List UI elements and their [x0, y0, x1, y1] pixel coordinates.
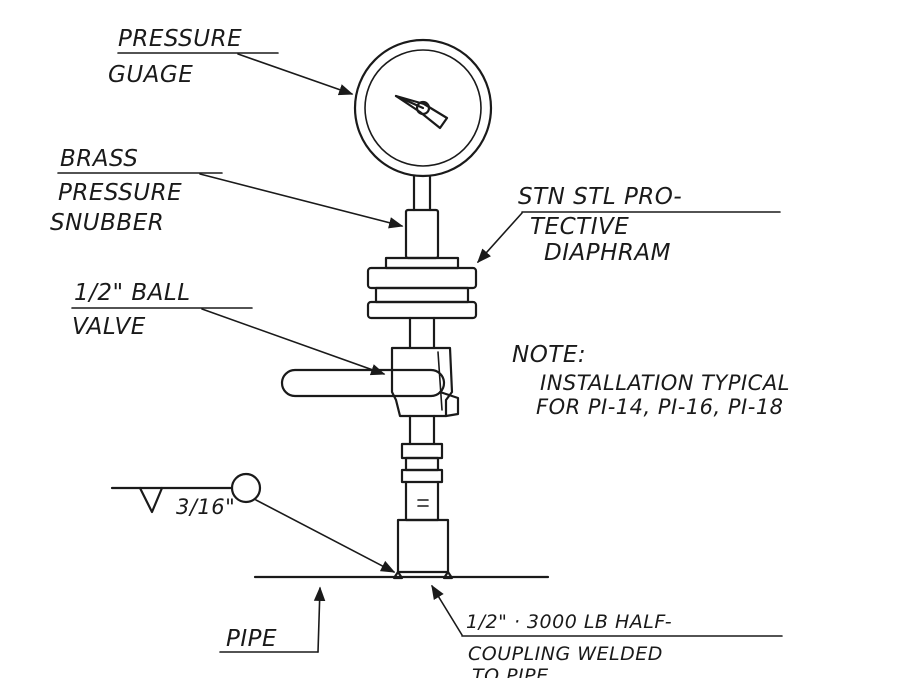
- valve-stem: [408, 316, 436, 350]
- svg-text:NOTE:: NOTE:: [512, 342, 586, 368]
- coupling-label: 1/2" · 3000 LB HALF- COUPLING WELDED TO …: [466, 611, 672, 678]
- svg-text:GUAGE: GUAGE: [108, 62, 193, 88]
- ball-valve: [280, 346, 460, 418]
- svg-text:COUPLING WELDED: COUPLING WELDED: [468, 643, 663, 665]
- weld-symbol: [110, 472, 396, 573]
- pipe-label: PIPE: [226, 626, 277, 652]
- svg-text:SNUBBER: SNUBBER: [50, 210, 164, 236]
- svg-text:PRESSURE: PRESSURE: [58, 180, 182, 206]
- svg-text:BRASS: BRASS: [60, 146, 138, 172]
- gauge-label: PRESSURE GUAGE: [108, 26, 242, 88]
- diaphragm-label: STN STL PRO- TECTIVE DIAPHRAM: [518, 184, 682, 266]
- svg-text:1/2" BALL: 1/2" BALL: [74, 280, 191, 306]
- leader-lines: [57, 52, 783, 653]
- snubber-label: BRASS PRESSURE SNUBBER: [50, 146, 182, 236]
- valve-label: 1/2" BALL VALVE: [72, 280, 191, 340]
- svg-text:VALVE: VALVE: [72, 314, 146, 340]
- svg-text:FOR PI-14, PI-16, PI-18: FOR PI-14, PI-16, PI-18: [536, 395, 784, 419]
- nipple-fittings: [400, 414, 444, 522]
- svg-text:INSTALLATION TYPICAL: INSTALLATION TYPICAL: [540, 371, 790, 395]
- pressure-gauge: [353, 38, 493, 178]
- pressure-snubber: [404, 208, 440, 260]
- diaphragm-seal: [366, 256, 478, 320]
- gauge-stem: [412, 174, 432, 212]
- svg-text:DIAPHRAM: DIAPHRAM: [544, 240, 671, 266]
- half-coupling: [392, 518, 454, 580]
- svg-text:STN STL PRO-: STN STL PRO-: [518, 184, 682, 210]
- weld-size-label: 3/16": [176, 495, 235, 519]
- svg-text:TECTIVE: TECTIVE: [530, 214, 629, 240]
- svg-text:1/2" · 3000 LB HALF-: 1/2" · 3000 LB HALF-: [466, 611, 672, 633]
- svg-text:PRESSURE: PRESSURE: [118, 26, 242, 52]
- svg-text:TO PIPE: TO PIPE: [472, 665, 549, 678]
- installation-note: NOTE: INSTALLATION TYPICAL FOR PI-14, PI…: [512, 342, 790, 419]
